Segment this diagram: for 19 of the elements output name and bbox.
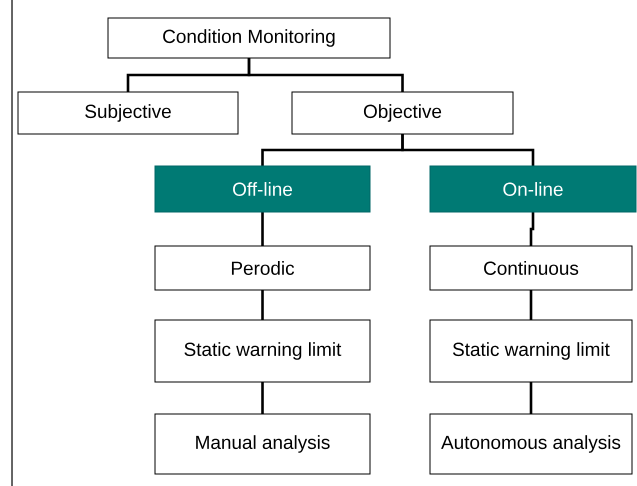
- category-header: Off-line: [154, 166, 370, 212]
- process-box: Objective: [292, 92, 514, 134]
- connector-line: [261, 382, 264, 414]
- process-box: Static warning limit: [430, 320, 632, 382]
- connector-line: [261, 290, 264, 320]
- process-box: Subjective: [18, 92, 238, 134]
- connector-line: [530, 212, 534, 246]
- process-box: Manual analysis: [154, 414, 370, 474]
- process-box: Condition Monitoring: [108, 18, 390, 58]
- connector-line: [261, 212, 264, 246]
- process-box: Perodic: [154, 246, 370, 290]
- connector-line: [530, 290, 532, 320]
- connector-line: [530, 382, 532, 414]
- category-header: On-line: [430, 166, 636, 212]
- process-box: Static warning limit: [154, 320, 370, 382]
- connector-line: [248, 58, 404, 92]
- process-box: Continuous: [430, 246, 632, 290]
- connector-line: [401, 134, 534, 166]
- process-box: Autonomous analysis: [430, 414, 632, 474]
